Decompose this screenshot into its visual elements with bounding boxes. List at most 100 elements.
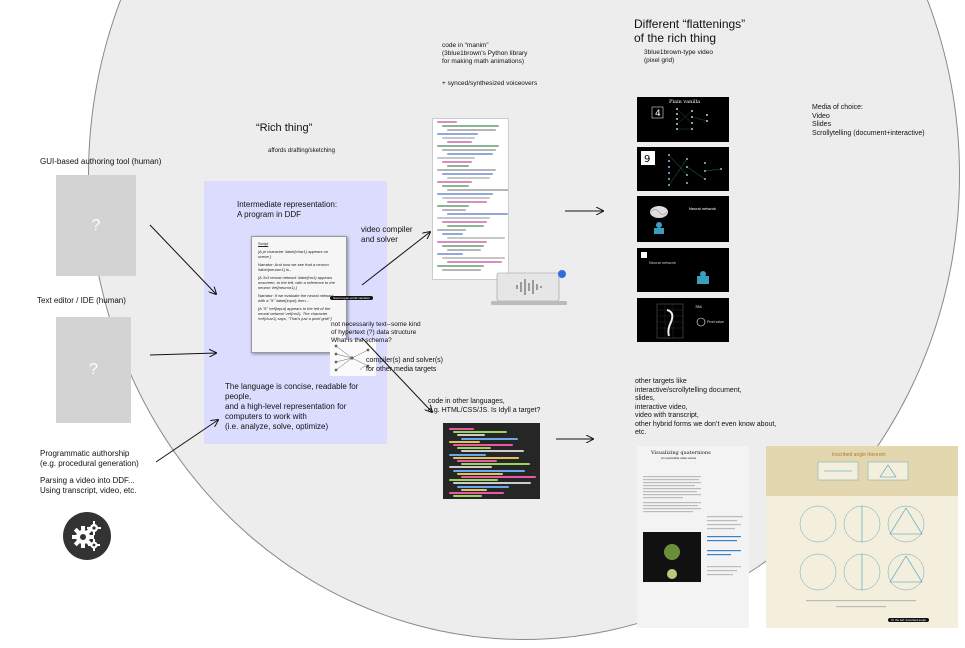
code-line xyxy=(461,437,518,440)
code-line xyxy=(461,476,536,478)
ir-heading: Intermediate representation: A program i… xyxy=(237,200,338,219)
other-targets-label: other targets like interactive/scrollyte… xyxy=(635,378,777,436)
code-line xyxy=(447,201,487,203)
doc-subtitle: An explorable video series xyxy=(661,456,697,460)
script-line: Narrator: And now we see that a neuron \… xyxy=(258,262,329,272)
script-line: [A "5" \ref{input} appears to the left o… xyxy=(258,306,332,321)
code-line xyxy=(442,173,493,175)
code-line xyxy=(442,221,487,223)
code-line xyxy=(457,472,503,475)
doc-title: Visualizing quaternions xyxy=(651,450,711,456)
code-line xyxy=(447,213,508,215)
arrow-programmatic-to-ir xyxy=(155,420,218,463)
code-line xyxy=(449,466,492,469)
arrow-ir-to-manim xyxy=(361,232,430,286)
script-line: [A 3x3 neural network \label{nn1} appear… xyxy=(258,275,335,290)
code-line xyxy=(449,492,504,494)
frame-5-side: Pixel value xyxy=(707,320,724,324)
code-line xyxy=(457,460,497,462)
code-line xyxy=(457,485,509,488)
code-line xyxy=(437,229,466,231)
video-target-label: 3blue1brown-type video (pixel grid) xyxy=(644,49,714,64)
code-line xyxy=(437,181,472,183)
doc-video-still xyxy=(643,532,701,582)
doc2-header xyxy=(766,446,958,496)
code-line xyxy=(453,482,531,485)
code-line xyxy=(457,447,491,450)
parsing-video-label: Parsing a video into DDF... Using transc… xyxy=(40,476,137,495)
script-line: [A pi character \label{char1} appears on… xyxy=(258,249,329,259)
other-code-label: code in other languages, e.g. HTML/CSS/J… xyxy=(428,398,541,414)
video-frame-1: 4 Plain vanilla xyxy=(637,97,729,142)
code-line xyxy=(447,141,472,143)
code-line xyxy=(449,453,486,456)
code-line xyxy=(442,185,469,187)
code-line xyxy=(437,121,457,123)
text-editor-label: Text editor / IDE (human) xyxy=(37,296,126,305)
script-title: Script xyxy=(258,241,269,246)
arrow-gui-to-ir xyxy=(149,224,216,294)
network-sketch-image xyxy=(330,340,376,376)
inscribed-angle-document: Inscribed angle theorem To the left: Ins… xyxy=(766,446,958,628)
code-line xyxy=(449,440,480,443)
code-line xyxy=(453,469,525,472)
gui-authoring-label: GUI-based authoring tool (human) xyxy=(40,157,162,166)
code-line xyxy=(437,133,478,135)
code-line xyxy=(447,153,493,155)
placeholder-mark: ? xyxy=(91,216,101,234)
network-sketch-graphic xyxy=(334,344,371,372)
code-line xyxy=(447,177,490,179)
code-line xyxy=(453,456,519,459)
video-frame-2-graphic: 9 xyxy=(641,151,722,186)
voiceover-label: + synced/synthesized voiceovers xyxy=(442,80,538,87)
code-line xyxy=(453,495,482,498)
frame-5-caption: 784 xyxy=(695,304,702,309)
script-card: Script [A pi character \label{char1} app… xyxy=(251,236,347,353)
code-line xyxy=(447,261,502,263)
video-frame-4-graphic xyxy=(641,252,709,284)
code-line xyxy=(447,237,505,239)
doc2-title: Inscribed angle theorem xyxy=(832,452,886,458)
code-line xyxy=(442,245,484,247)
programmatic-authorship-label: Programmatic authorship (e.g. procedural… xyxy=(40,449,139,468)
manim-heading: code in “manim” (3blue1brown's Python li… xyxy=(442,42,528,65)
code-line xyxy=(437,193,493,195)
code-line xyxy=(442,161,472,163)
video-frame-2: 9 xyxy=(637,147,729,191)
gears-icon-graphic xyxy=(72,521,101,551)
video-frame-1-graphic: 4 xyxy=(651,106,708,130)
code-line xyxy=(442,257,505,259)
video-frame-5: 784 Pixel value xyxy=(637,298,729,342)
code-line xyxy=(437,157,475,159)
code-line xyxy=(447,249,481,251)
laptop-waveform-image xyxy=(487,269,571,307)
gears-icon xyxy=(63,512,111,560)
flattenings-title: Different “flattenings” of the rich thin… xyxy=(634,17,746,45)
doc-side-lines xyxy=(707,516,743,576)
video-frame-4: Neural network xyxy=(637,248,729,292)
code-line xyxy=(461,450,524,453)
ir-description: The language is concise, readable for pe… xyxy=(225,382,359,431)
html-code-screenshot xyxy=(443,423,540,499)
code-line xyxy=(449,479,498,482)
doc2-tag: To the left: Inscribed angle xyxy=(888,618,930,622)
code-line xyxy=(442,137,475,139)
gui-authoring-placeholder: ? xyxy=(56,175,136,276)
code-line xyxy=(442,269,481,271)
placeholder-mark: ? xyxy=(89,361,98,378)
scrollytelling-document: Visualizing quaternions An explorable vi… xyxy=(637,446,749,628)
code-line xyxy=(437,205,469,207)
code-line xyxy=(442,125,499,127)
code-line xyxy=(437,217,490,219)
code-line xyxy=(447,189,508,191)
doc-side-notes xyxy=(707,516,745,606)
text-editor-placeholder: ? xyxy=(56,317,131,423)
doc-video-graphic xyxy=(664,544,680,579)
code-line xyxy=(442,233,463,235)
code-line xyxy=(453,444,513,446)
rich-thing-subtitle: affords drafting/sketching xyxy=(268,148,335,154)
frame-3-label: Neural network xyxy=(689,206,716,211)
code-line xyxy=(449,428,474,430)
code-line xyxy=(447,165,469,167)
video-frame-3-graphic xyxy=(650,206,668,234)
